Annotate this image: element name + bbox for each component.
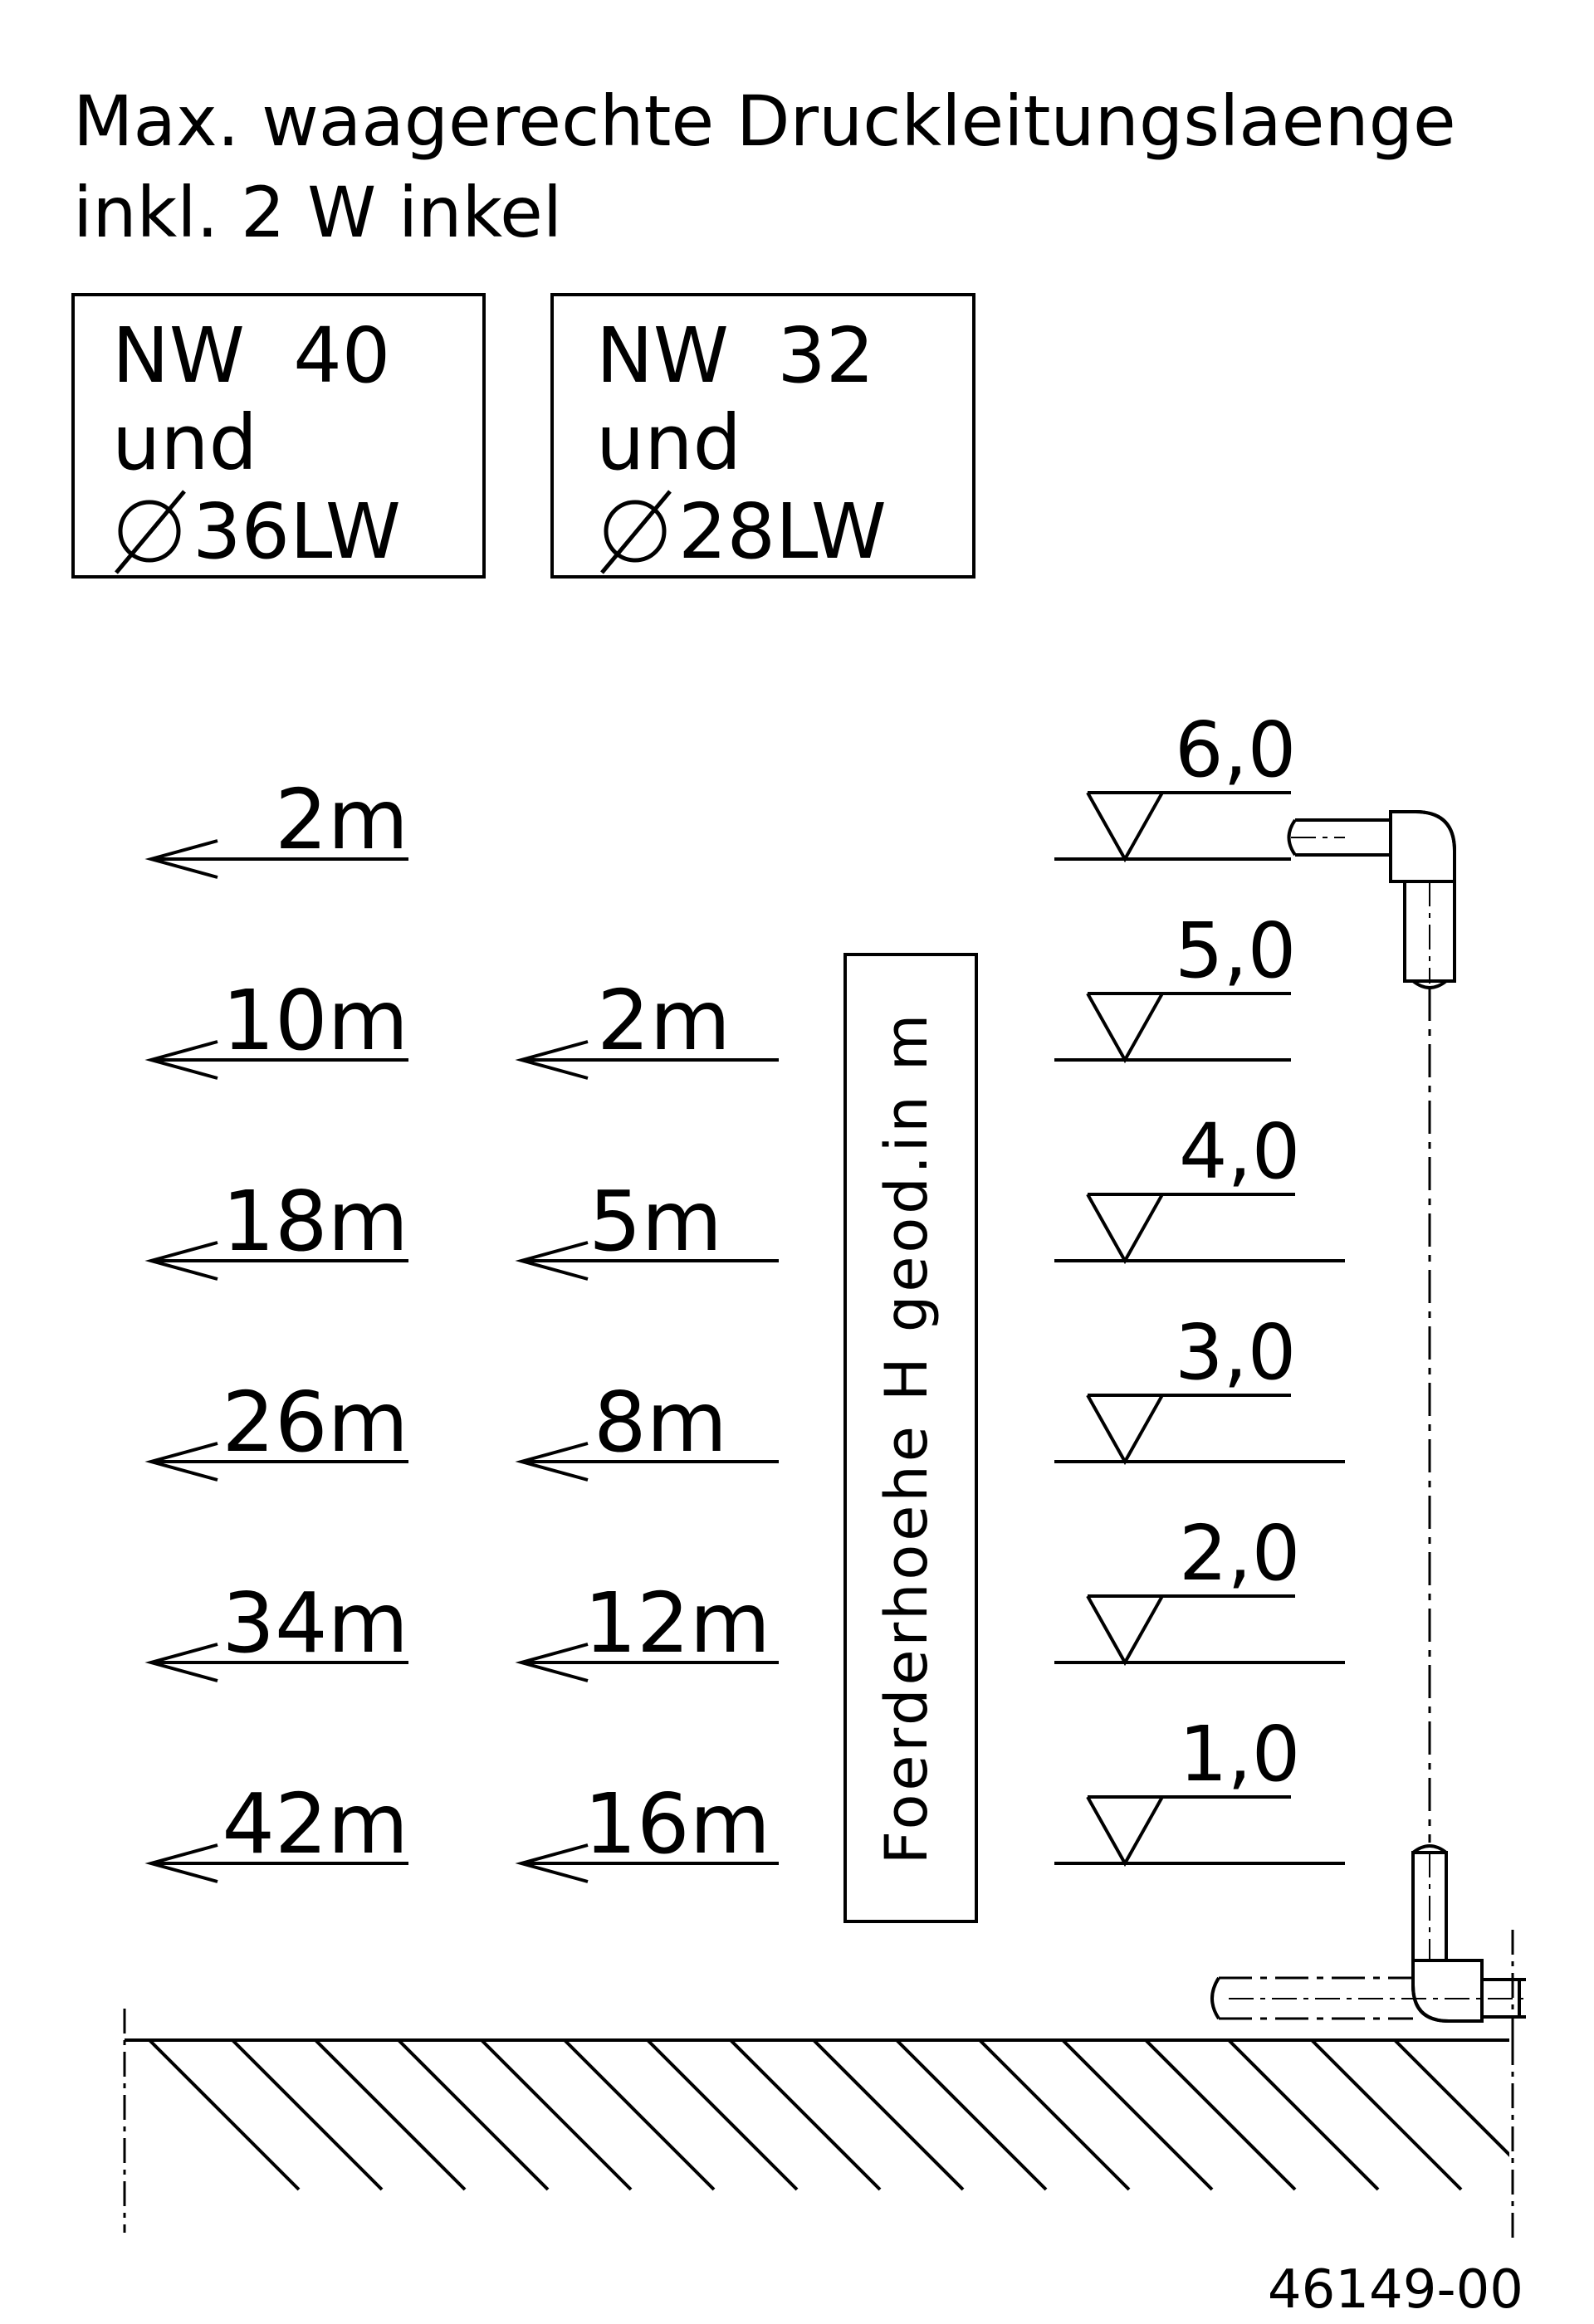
distance-label: 12m [584,1575,770,1672]
arrow-left-icon [144,1040,408,1080]
distance-label: 2m [597,972,731,1069]
title-line-1: Max. waagerechte Druckleitungslaenge [73,81,1456,162]
distance-column-nw32 [515,1040,779,1883]
drawing-number: 46149-00 [1268,2259,1523,2321]
distance-label: 8m [594,1374,727,1471]
distance-label: 18m [222,1173,408,1270]
box-nw40-size: NW 40 [112,311,390,400]
arrow-left-icon [144,839,408,879]
arrow-left-icon [515,1843,779,1883]
level-markers [1054,791,1345,1868]
level-label: 6,0 [1175,706,1296,794]
level-triangle-icon [1054,1594,1345,1667]
level-triangle-icon [1054,1193,1345,1265]
distance-label: 26m [222,1374,408,1471]
level-triangle-icon [1054,1394,1345,1466]
level-triangle-icon [1054,791,1291,863]
box-nw32: NW 32 und 28LW [550,293,975,579]
box-nw40: NW 40 und 36LW [71,293,486,579]
distance-label: 10m [222,972,408,1069]
level-label: 5,0 [1175,906,1296,995]
distance-labels-nw40: 2m 10m 18m 26m 34m 42m [222,771,408,1872]
distance-label: 34m [222,1575,408,1672]
vertical-label: Foerderhoehe H geod.in m [873,1011,941,1864]
level-triangle-icon [1054,992,1291,1064]
box-nw32-and: und [596,398,741,487]
pipe-top-elbow [1287,810,1456,989]
level-labels: 6,0 5,0 4,0 3,0 2,0 1,0 [1175,706,1300,1799]
arrow-left-icon [515,1040,779,1080]
arrow-left-icon [144,1241,408,1281]
arrow-left-icon [144,1442,408,1482]
level-label: 3,0 [1175,1308,1296,1397]
distance-labels-nw32: 2m 5m 8m 12m 16m [584,972,770,1872]
level-label: 4,0 [1179,1107,1300,1196]
distance-label: 16m [584,1775,770,1872]
diameter-symbol-icon [115,490,186,574]
pipe-bottom-elbow [1210,1844,1526,2050]
arrow-left-icon [144,1843,408,1883]
arrow-left-icon [515,1442,779,1482]
distance-label: 42m [222,1775,408,1872]
box-nw40-and: und [112,398,257,487]
box-nw40-diameter: 36LW [193,487,401,576]
level-label: 1,0 [1179,1710,1300,1799]
distance-label: 5m [589,1173,722,1270]
arrow-left-icon [144,1643,408,1682]
diameter-symbol-icon [600,490,672,574]
level-label: 2,0 [1179,1509,1300,1598]
vertical-label-box: Foerderhoehe H geod.in m [843,953,978,1923]
arrow-left-icon [515,1241,779,1281]
box-nw32-size: NW 32 [596,311,874,400]
distance-label: 2m [275,771,408,868]
level-triangle-icon [1054,1795,1345,1868]
box-nw32-diameter: 28LW [678,487,887,576]
arrow-left-icon [515,1643,779,1682]
ground-hatch [123,2009,1514,2241]
distance-column-nw40 [144,839,408,1883]
title-line-2: inkl. 2 W inkel [73,172,562,253]
